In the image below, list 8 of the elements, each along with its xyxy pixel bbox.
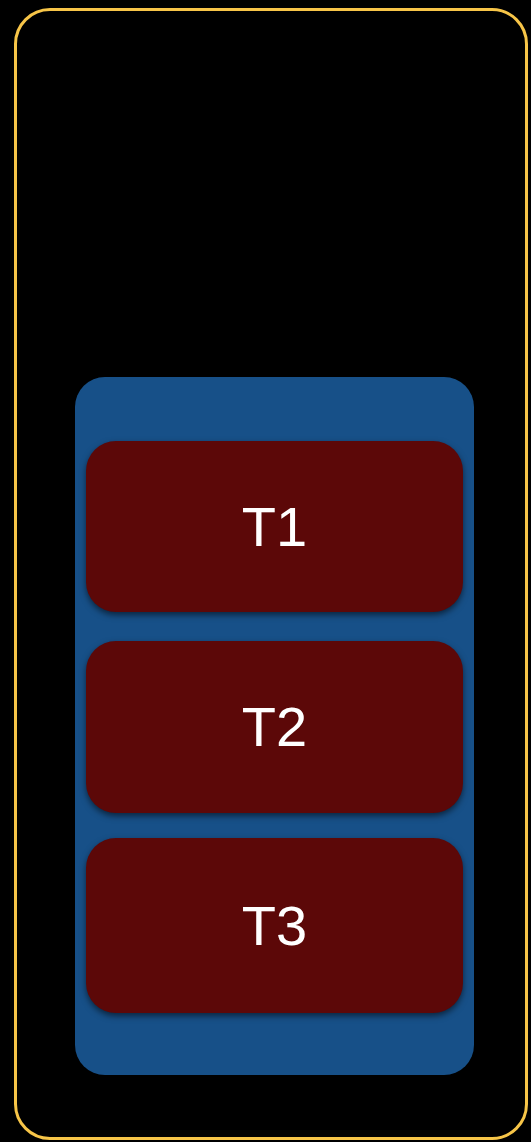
outer-container <box>14 8 528 1140</box>
task-label: T1 <box>241 498 308 555</box>
task-box <box>86 441 463 612</box>
task-label: T3 <box>241 897 308 954</box>
task-label: T2 <box>241 699 308 755</box>
task-box <box>86 641 463 813</box>
task-box <box>86 838 463 1013</box>
group-panel <box>75 377 474 1075</box>
